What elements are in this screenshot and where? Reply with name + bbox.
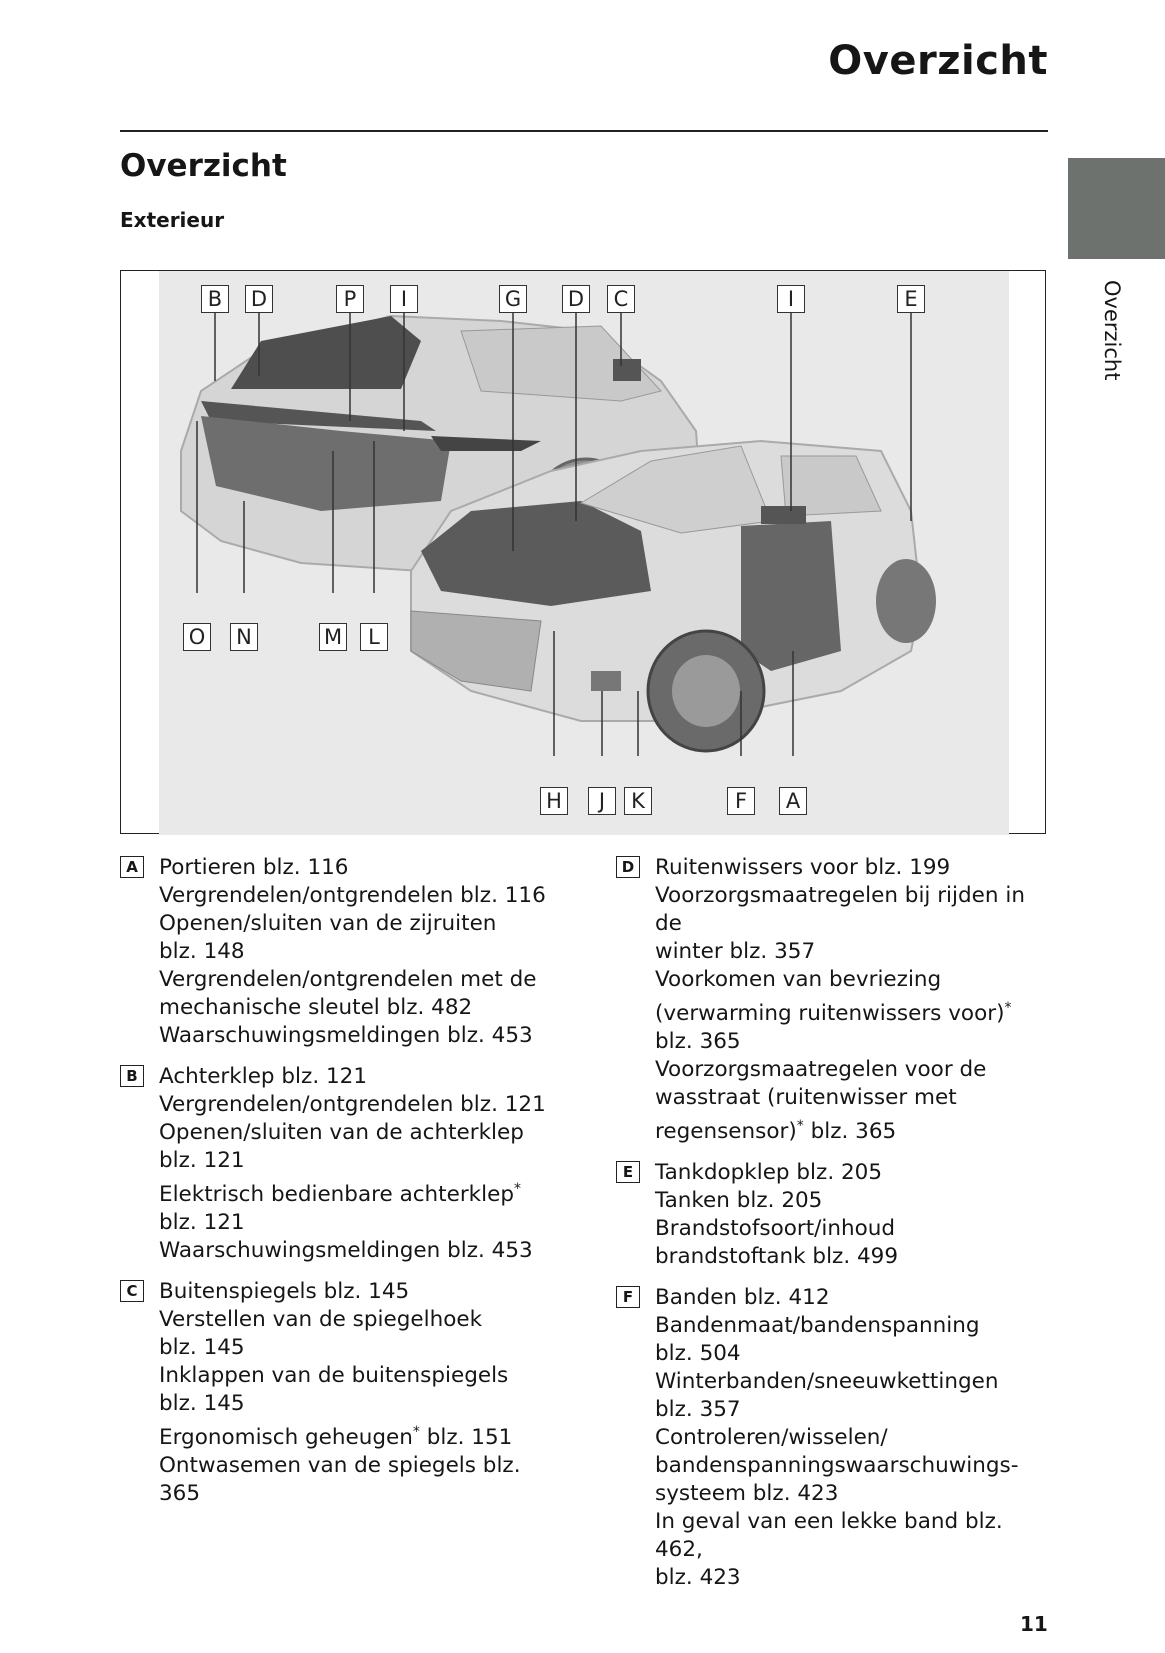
- callout-e-top: E: [897, 285, 925, 313]
- legend-line: blz. 504: [655, 1341, 741, 1367]
- callout-i-top-left: I: [390, 285, 418, 313]
- header-rule: [120, 130, 1048, 132]
- legend-line: Waarschuwingsmeldingen blz. 453: [159, 1023, 533, 1048]
- exterior-figure: B D P I G D C I E O N M L H J K F A: [120, 270, 1046, 835]
- legend-letter: D: [616, 856, 640, 878]
- legend-line: Tanken blz. 205: [655, 1188, 823, 1214]
- legend-line: brandstoftank blz. 499: [655, 1244, 899, 1270]
- legend-line: blz. 121: [159, 1210, 245, 1236]
- callout-i-top-right: I: [777, 285, 805, 313]
- callout-p-top: P: [336, 285, 364, 313]
- callout-m: M: [319, 623, 347, 651]
- legend-line: winter blz. 357: [655, 939, 816, 964]
- callout-g-top: G: [499, 285, 527, 313]
- legend-line: Winterbanden/sneeuwkettingen: [655, 1369, 999, 1395]
- callout-b-top: B: [201, 285, 229, 313]
- page-header-title: Overzicht: [828, 38, 1048, 84]
- legend-line: blz. 423: [655, 1565, 741, 1591]
- legend-item-e: E Tankdopklep blz. 205 Tanken blz. 205 Br…: [616, 1159, 1056, 1271]
- callout-a: A: [779, 787, 807, 815]
- legend-line: Vergrendelen/ontgrendelen blz. 121: [159, 1092, 546, 1117]
- legend-letter: F: [616, 1286, 640, 1309]
- leader-lines: [196, 313, 912, 756]
- callout-l: L: [360, 623, 388, 651]
- legend-letter: A: [120, 856, 144, 878]
- car-illustration: [159, 271, 1009, 835]
- legend-line: Openen/sluiten van de zijruiten: [159, 911, 497, 936]
- legend-line: wasstraat (ruitenwisser met: [655, 1085, 957, 1111]
- legend-letter: B: [120, 1065, 144, 1087]
- legend-line: (verwarming ruitenwissers voor)*: [655, 1000, 1012, 1027]
- page-number: 11: [1020, 1612, 1048, 1636]
- legend-line: Controleren/wisselen/: [655, 1425, 888, 1451]
- callout-n: N: [230, 623, 258, 651]
- legend-item-b: B Achterklep blz. 121 Vergrendelen/ontgre…: [120, 1063, 560, 1265]
- legend-item-a: A Portieren blz. 116 Vergrendelen/ontgren…: [120, 854, 560, 1050]
- callout-h: H: [540, 787, 568, 815]
- callout-d-top-left: D: [245, 285, 273, 313]
- legend-line: Voorkomen van bevriezing: [655, 967, 942, 992]
- legend-head: Banden blz. 412: [655, 1285, 830, 1311]
- callout-j: J: [588, 787, 616, 815]
- legend-line: Bandenmaat/bandenspanning: [655, 1313, 980, 1339]
- legend-head: Ruitenwissers voor blz. 199: [655, 855, 951, 880]
- callout-k: K: [624, 787, 652, 815]
- legend-line: Verstellen van de spiegelhoek: [159, 1307, 483, 1333]
- side-tab-block: [1068, 158, 1165, 259]
- section-title: Overzicht: [120, 148, 287, 184]
- legend-item-f: F Banden blz. 412 Bandenmaat/bandenspanni…: [616, 1284, 1056, 1592]
- legend-line: Ergonomisch geheugen* blz. 151: [159, 1424, 513, 1451]
- legend-column-left: A Portieren blz. 116 Vergrendelen/ontgren…: [120, 854, 560, 1521]
- legend-item-c: C Buitenspiegels blz. 145 Verstellen van …: [120, 1278, 560, 1508]
- legend-line: Inklappen van de buitenspiegels: [159, 1363, 509, 1389]
- legend-line: Voorzorgsmaatregelen bij rijden in de: [655, 883, 1025, 936]
- legend-head: Achterklep blz. 121: [159, 1064, 368, 1089]
- legend-line: blz. 365: [655, 1029, 741, 1055]
- legend-head: Tankdopklep blz. 205: [655, 1160, 883, 1186]
- legend-head: Portieren blz. 116: [159, 855, 349, 880]
- legend-line: systeem blz. 423: [655, 1481, 839, 1507]
- legend-letter: C: [120, 1280, 144, 1303]
- legend-line: blz. 121: [159, 1148, 245, 1173]
- legend-column-right: D Ruitenwissers voor blz. 199 Voorzorgsma…: [616, 854, 1056, 1605]
- legend-line: Voorzorgsmaatregelen voor de: [655, 1057, 987, 1083]
- legend-line: mechanische sleutel blz. 482: [159, 995, 473, 1020]
- callout-d-top-right: D: [562, 285, 590, 313]
- legend-line: blz. 357: [655, 1397, 741, 1423]
- side-tab-label: Overzicht: [1100, 280, 1124, 381]
- subsection-title: Exterieur: [120, 208, 225, 232]
- legend-line: Waarschuwingsmeldingen blz. 453: [159, 1238, 533, 1264]
- legend-line: regensensor)* blz. 365: [655, 1118, 897, 1145]
- legend-line: Openen/sluiten van de achterklep: [159, 1120, 524, 1145]
- legend-head: Buitenspiegels blz. 145: [159, 1279, 410, 1305]
- legend-line: Vergrendelen/ontgrendelen met de: [159, 967, 537, 992]
- legend-line: Vergrendelen/ontgrendelen blz. 116: [159, 883, 546, 908]
- legend-line: In geval van een lekke band blz. 462,: [655, 1509, 1003, 1563]
- callout-o: O: [183, 623, 211, 651]
- legend-line: blz. 145: [159, 1335, 245, 1361]
- legend-line: blz. 145: [159, 1391, 245, 1417]
- callout-f: F: [727, 787, 755, 815]
- callout-c-top: C: [607, 285, 635, 313]
- legend-line: Brandstofsoort/inhoud: [655, 1216, 896, 1242]
- legend-item-d: D Ruitenwissers voor blz. 199 Voorzorgsma…: [616, 854, 1056, 1146]
- legend-line: blz. 148: [159, 939, 245, 964]
- legend-line: Elektrisch bedienbare achterklep*: [159, 1181, 521, 1208]
- legend-line: bandenspanningswaarschuwings-: [655, 1453, 1019, 1479]
- legend-line: Ontwasemen van de spiegels blz. 365: [159, 1453, 521, 1507]
- legend-letter: E: [616, 1161, 640, 1184]
